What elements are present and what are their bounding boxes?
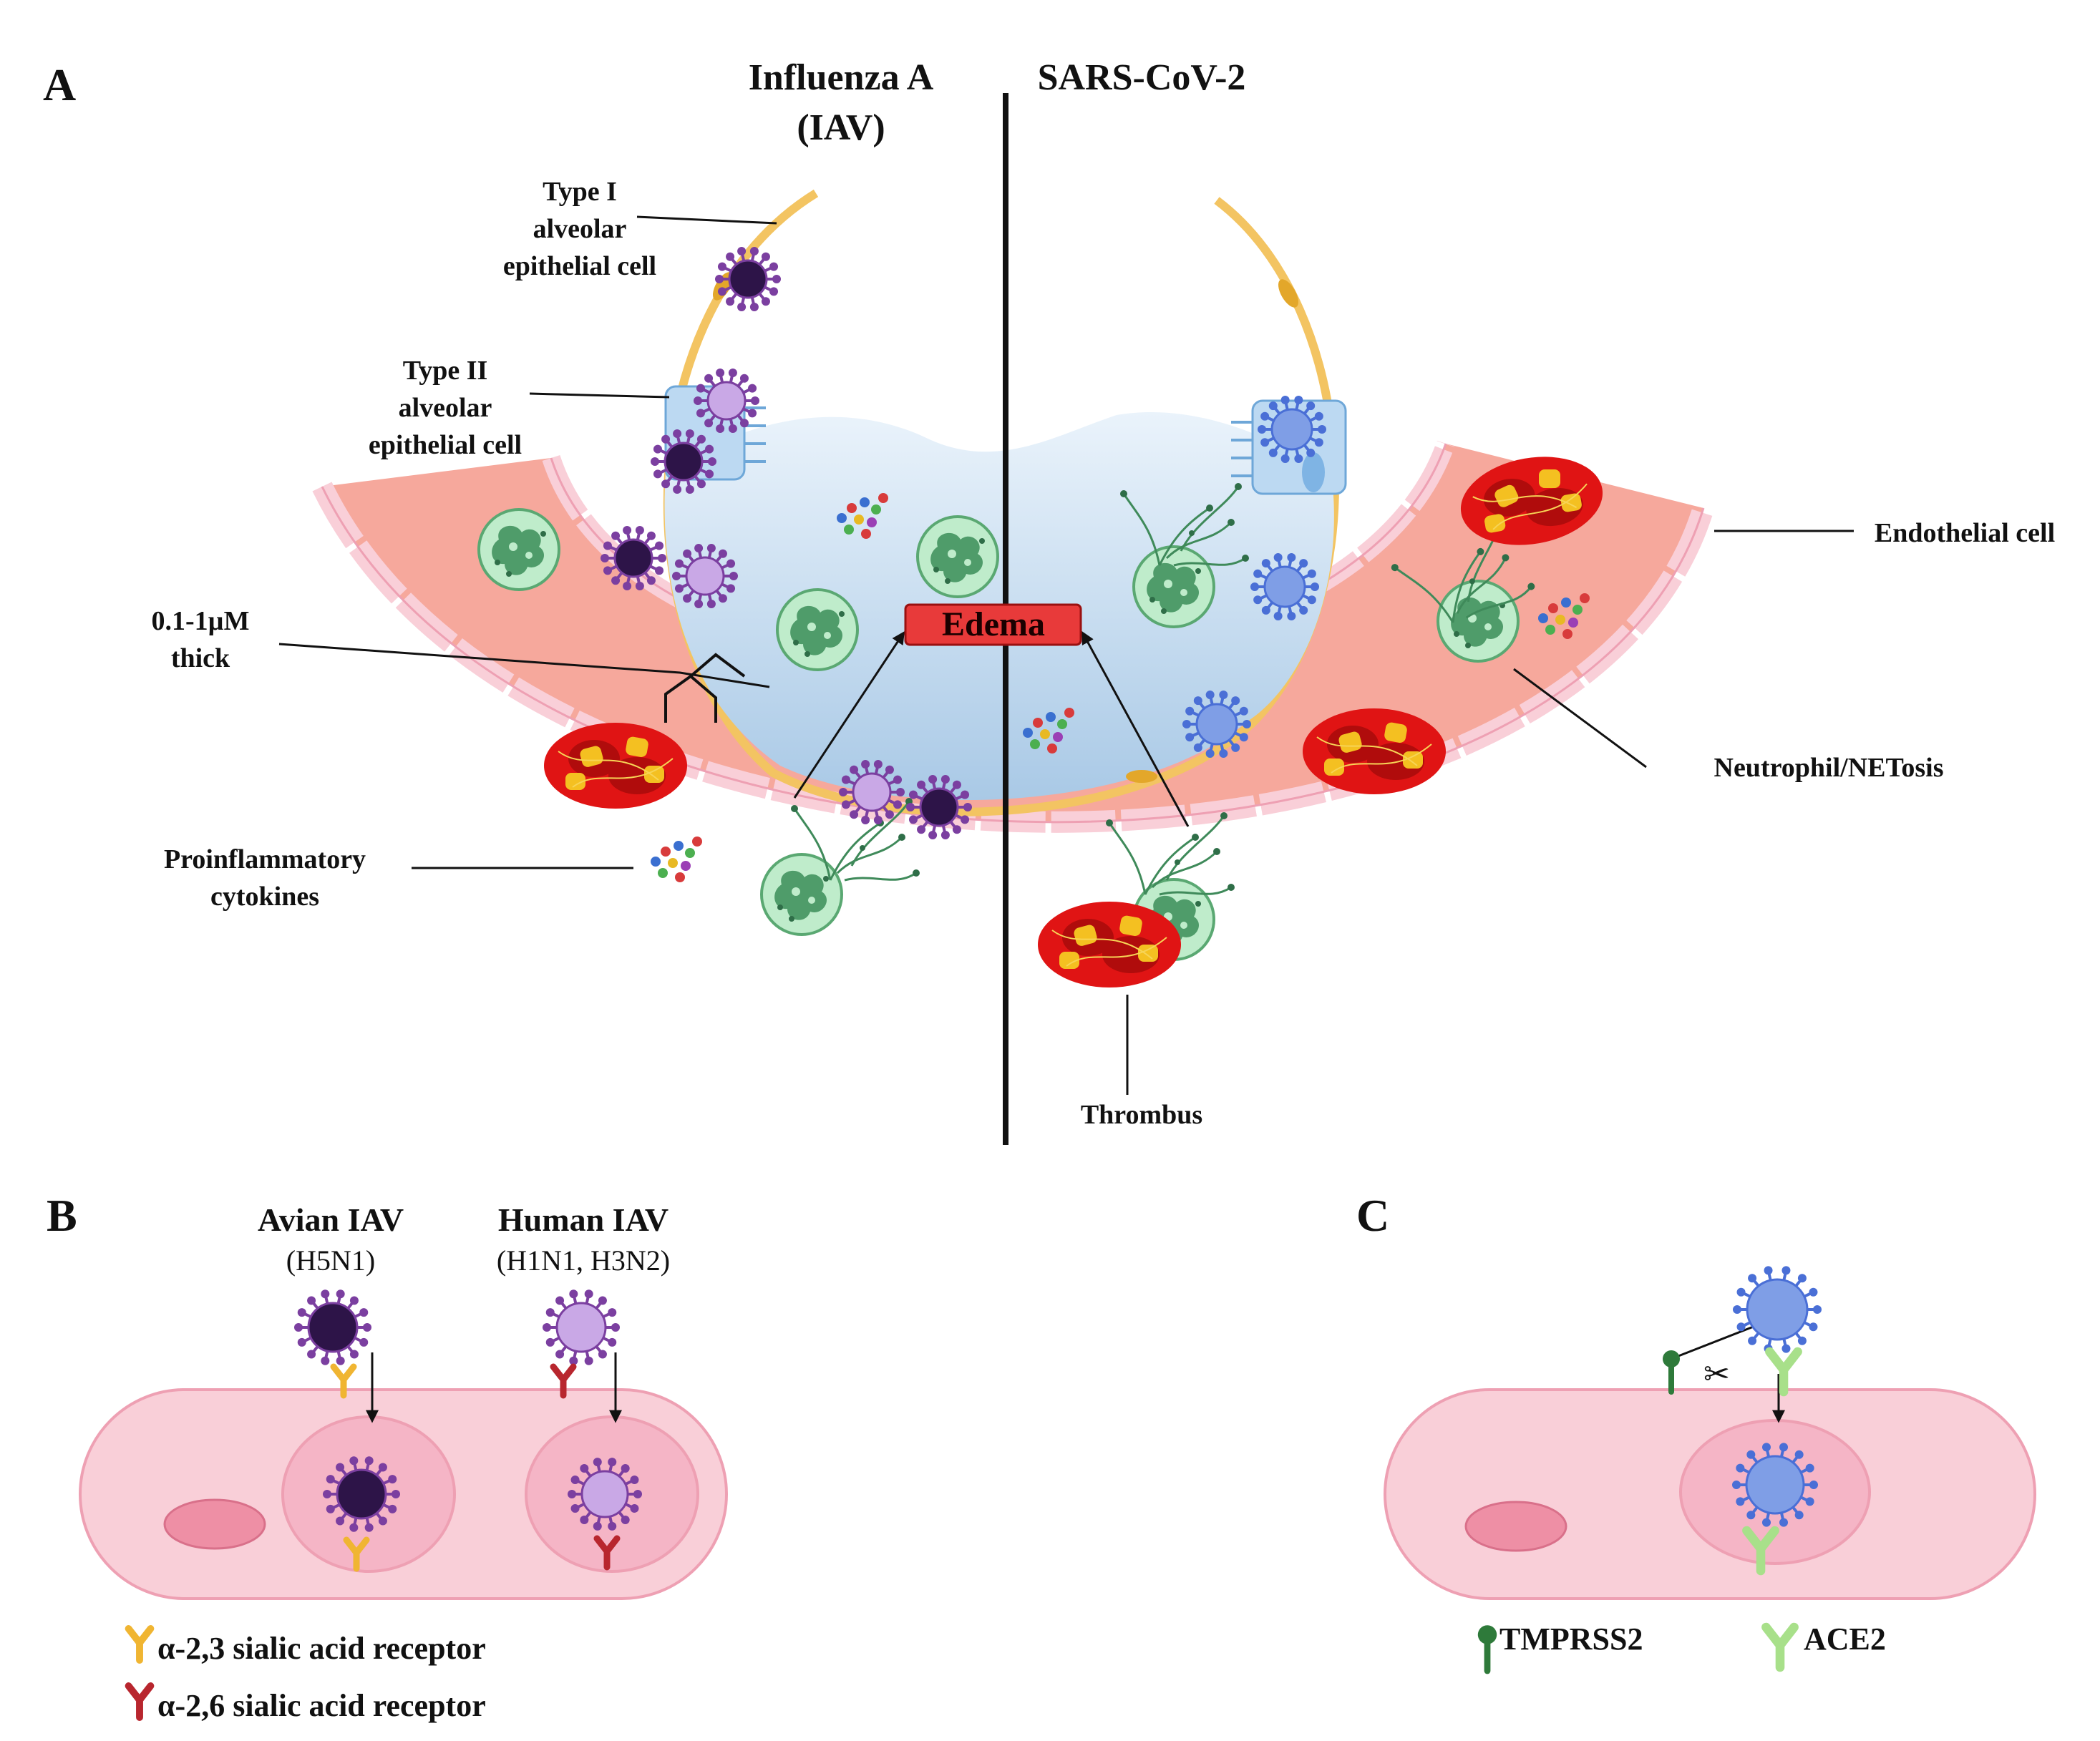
neutrophil-label: Neutrophil/NETosis	[1714, 753, 1944, 783]
avian-title: Avian IAV	[258, 1201, 404, 1238]
cytokines-3	[651, 837, 702, 882]
virus-human-b-outside	[543, 1289, 620, 1365]
viruses-panel-a	[601, 247, 1326, 839]
thickness-bracket	[664, 653, 746, 723]
iav-title-line2: (IAV)	[797, 107, 885, 148]
tmprss2-arrow	[1678, 1320, 1767, 1357]
thickness-line2: thick	[171, 643, 230, 673]
virus-human-a3	[839, 760, 905, 824]
cell-c-organelle	[1464, 1501, 1567, 1552]
virus-avian-b-endosome	[323, 1456, 400, 1532]
virus-sars-a2	[1250, 553, 1319, 620]
type1-line3: epithelial cell	[503, 251, 656, 281]
ace2-endosome	[1742, 1526, 1779, 1576]
ace2-surface	[1765, 1347, 1802, 1397]
legend-a26-label: α-2,6 sialic acid receptor	[157, 1688, 486, 1723]
type2-line1: Type II	[403, 356, 488, 386]
virus-sars-a1	[1258, 396, 1326, 463]
receptors-panel-b	[125, 1363, 621, 1721]
panel-c-letter: C	[1356, 1190, 1389, 1241]
type1-line1: Type I	[543, 177, 617, 207]
virus-avian-a1	[715, 247, 781, 311]
tmprss2-surface	[1663, 1350, 1680, 1395]
thickness-leader	[278, 643, 770, 688]
cell-b-organelle	[163, 1498, 266, 1550]
virus-avian-b-outside	[294, 1289, 371, 1365]
neutrophil-6	[760, 853, 843, 936]
receptors-panel-c	[1477, 1347, 1802, 1674]
receptor-a23-surface	[330, 1363, 357, 1399]
receptor-a26-surface	[550, 1363, 577, 1399]
panel-a-letter: A	[43, 59, 76, 110]
virus-avian-a2	[651, 429, 716, 494]
receptor-a26-endosome	[593, 1535, 621, 1571]
cytokines-line1: Proinflammatory	[164, 844, 366, 874]
receptor-a23-endosome	[343, 1536, 370, 1572]
neutrophil-1	[477, 508, 560, 591]
iav-title-line1: Influenza A	[749, 57, 934, 98]
virus-human-b-endosome	[568, 1458, 642, 1531]
edema-box	[904, 603, 1082, 646]
endothelial-label: Endothelial cell	[1875, 518, 2055, 548]
legend-a26-icon	[125, 1682, 155, 1721]
virus-human-a2	[672, 544, 738, 608]
scissors-icon: ✂	[1703, 1357, 1730, 1392]
virus-sars-c-outside	[1733, 1266, 1822, 1353]
legend-a23-label: α-2,3 sialic acid receptor	[157, 1631, 486, 1666]
virus-avian-a3	[601, 526, 666, 590]
human-sub: (H1N1, H3N2)	[497, 1244, 670, 1277]
neutrophil-5	[1437, 580, 1520, 663]
neutrophil-2	[776, 588, 859, 671]
legend-a23-icon	[125, 1625, 155, 1664]
legend-ace2-label: ACE2	[1804, 1621, 1886, 1657]
sars-title: SARS-CoV-2	[1038, 57, 1246, 98]
thrombus-1	[543, 722, 688, 809]
avian-sub: (H5N1)	[286, 1244, 375, 1277]
virus-sars-a3	[1182, 691, 1251, 758]
type1-line2: alveolar	[533, 214, 627, 244]
neutrophil-4	[1132, 545, 1215, 628]
neutrophil-3	[916, 515, 999, 598]
thrombus-3	[1302, 708, 1447, 795]
viruses-panel-c	[1732, 1266, 1822, 1527]
legend-tmprss2-icon	[1477, 1625, 1497, 1674]
virus-avian-a4	[906, 775, 972, 839]
neutrophil-leader	[1513, 668, 1647, 769]
edema-arrow-right	[1081, 630, 1190, 827]
thrombus-4	[1037, 901, 1182, 988]
legend-tmprss2-label: TMPRSS2	[1499, 1621, 1643, 1657]
thickness-line1: 0.1-1µM	[152, 606, 250, 636]
thrombus-label: Thrombus	[1081, 1100, 1202, 1130]
type1-leader	[636, 215, 777, 225]
cytokines-line2: cytokines	[210, 882, 319, 912]
type2-line2: alveolar	[399, 393, 492, 423]
legend-ace2-icon	[1761, 1622, 1799, 1672]
endothelium-outer-edge	[321, 486, 1705, 824]
human-title: Human IAV	[498, 1201, 669, 1238]
panel-b-letter: B	[47, 1190, 77, 1241]
type2-line3: epithelial cell	[369, 430, 522, 460]
virus-human-a1	[694, 369, 759, 433]
edema-arrow-left	[793, 630, 905, 799]
type2-leader	[529, 392, 670, 399]
edema-label: Edema	[942, 605, 1045, 643]
viruses-panel-b	[294, 1289, 642, 1532]
virus-sars-c-endosome	[1732, 1443, 1818, 1527]
